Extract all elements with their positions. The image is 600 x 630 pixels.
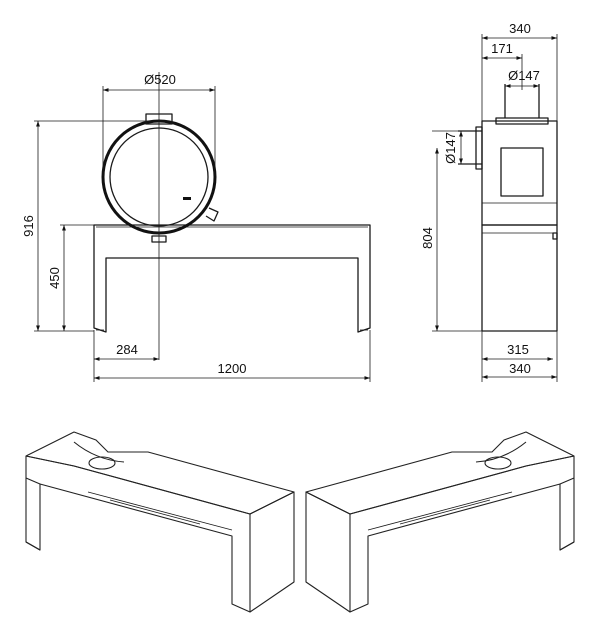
dim-label-flue-top: Ø147 [508, 68, 540, 83]
side-rear-collar [475, 126, 483, 170]
iso-left-underside [87, 491, 233, 531]
side-bench-mark [552, 232, 558, 240]
dim-label-bench-width: 1200 [218, 361, 247, 376]
dim-label-depth-top: 340 [509, 21, 531, 36]
dim-label-diameter: Ø520 [144, 72, 176, 87]
side-top-cap [495, 117, 549, 125]
side-bench-block [481, 224, 558, 332]
side-rear-flue [458, 130, 482, 165]
iso-right-hole [484, 456, 512, 470]
iso-right-bowl-edge [475, 441, 527, 463]
dim-label-bench-height: 450 [47, 267, 62, 289]
iso-left-top [25, 431, 295, 515]
iso-left-front [25, 456, 251, 613]
iso-right-end-face [305, 491, 351, 613]
side-stove-body [481, 120, 558, 226]
iso-view-left [25, 431, 295, 613]
iso-left-end-face [249, 491, 295, 613]
iso-view-right [305, 431, 575, 613]
side-top-flue [504, 84, 540, 118]
dim-label-flue-offset: 284 [116, 342, 138, 357]
front-bench-outline [93, 224, 371, 333]
dim-label-height-total: 916 [21, 215, 36, 237]
iso-right-leg [559, 477, 575, 551]
dim-label-depth-bottom: 340 [509, 361, 531, 376]
dim-label-base-depth: 315 [507, 342, 529, 357]
iso-left-hole [88, 456, 116, 470]
iso-left-top-edge [25, 455, 75, 467]
side-view: 340 171 Ø147 Ø147 804 315 340 [420, 21, 558, 382]
iso-right-top-edge [525, 455, 575, 467]
iso-left-front-edge [73, 465, 251, 515]
iso-right-front [349, 456, 575, 613]
iso-right-front-edge [349, 465, 527, 515]
brand-logo [183, 197, 191, 200]
front-view: Ø520 916 450 284 1200 [21, 72, 371, 382]
iso-left-bowl-edge [73, 441, 125, 463]
iso-right-underside [367, 491, 513, 531]
dim-label-side-height: 804 [420, 227, 435, 249]
iso-right-top [305, 431, 575, 515]
iso-left-leg [25, 477, 41, 551]
dim-label-flue-center: 171 [491, 41, 513, 56]
dim-label-flue-rear: Ø147 [443, 132, 458, 164]
door-handle [205, 207, 219, 222]
side-window [500, 147, 544, 197]
